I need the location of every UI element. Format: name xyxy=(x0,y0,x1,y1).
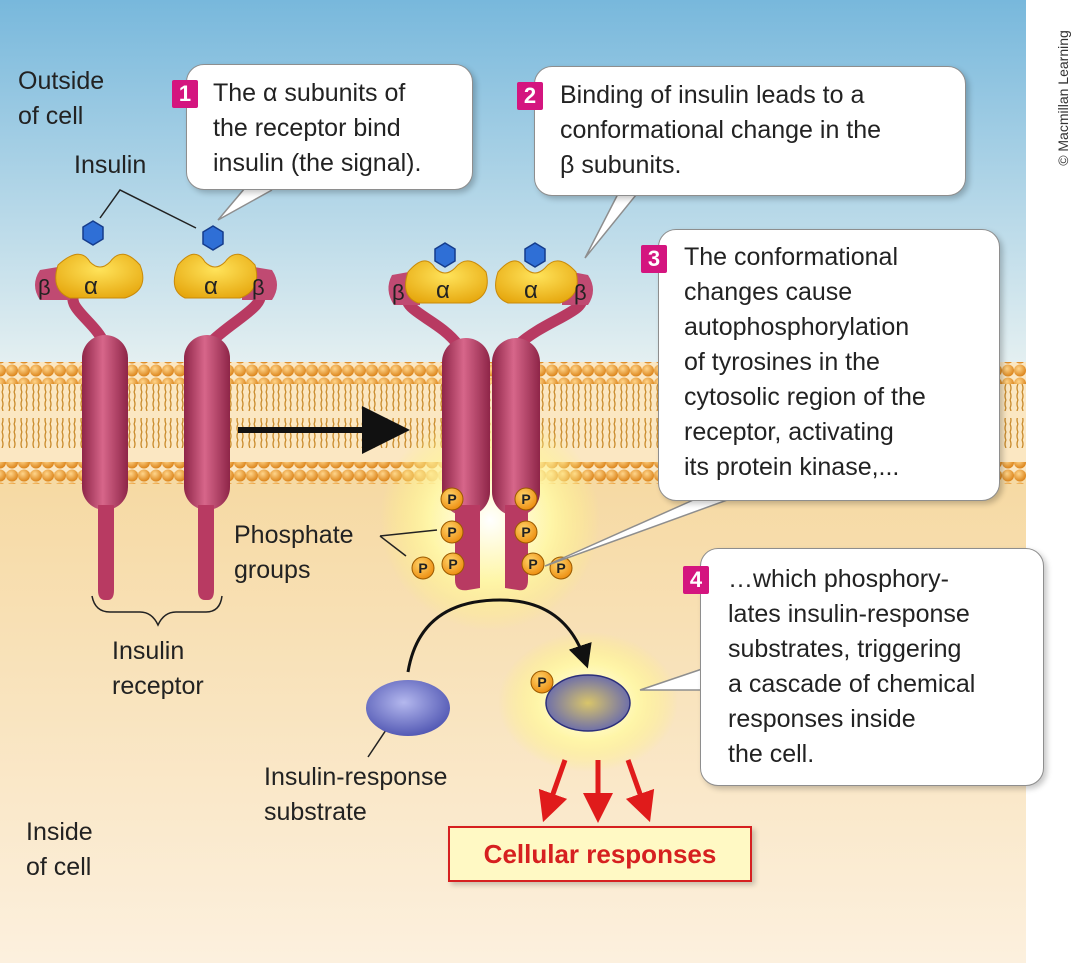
step-2-badge: 2 xyxy=(517,82,543,110)
step-4-line: lates insulin-response xyxy=(728,600,970,628)
outside-cell-label: Outside of cell xyxy=(18,64,104,134)
phosphate-letter: P xyxy=(528,556,537,572)
phosphate-label-line: groups xyxy=(234,556,311,584)
insulin-hexagon xyxy=(82,220,104,246)
phosphate-letters: P P P P P P P P P xyxy=(418,491,565,690)
step-3-line: its protein kinase,... xyxy=(684,453,900,481)
cellular-responses-box: Cellular responses xyxy=(448,826,752,882)
phosphate-groups-label: Phosphate groups xyxy=(234,518,354,588)
step-1-text: The α subunits of the receptor bind insu… xyxy=(213,76,421,181)
step-4-line: the cell. xyxy=(728,740,815,768)
alpha-label: α xyxy=(436,277,450,304)
beta-label: β xyxy=(392,280,405,305)
copyright-credit: © Macmillan Learning xyxy=(1050,8,1076,188)
phosphate xyxy=(514,520,538,544)
phosphate-label-line: Phosphate xyxy=(234,521,354,549)
insulin-response-substrate xyxy=(366,680,450,736)
response-arrows xyxy=(538,759,655,823)
phosphorylation-arrow xyxy=(406,598,592,673)
step-1-line: The α subunits of xyxy=(213,79,406,107)
phosphate-letter: P xyxy=(447,524,456,540)
inside-cell-line: of cell xyxy=(26,853,92,881)
insulin-molecules xyxy=(82,220,546,268)
step-4-line: substrates, triggering xyxy=(728,635,962,663)
step-3-line: of tyrosines in the xyxy=(684,348,880,376)
activation-glow xyxy=(380,410,600,630)
step-1-callout xyxy=(186,64,473,190)
insulin-hexagon xyxy=(524,242,546,268)
inside-cell-label: Inside of cell xyxy=(26,815,93,885)
beta-label: β xyxy=(574,280,587,305)
callout-tails xyxy=(217,187,731,691)
inside-cell-line: Inside xyxy=(26,818,93,846)
step-3-callout xyxy=(658,229,1000,501)
step-3-text: The conformational changes cause autopho… xyxy=(684,240,926,485)
phosphate xyxy=(411,556,435,580)
step-3-line: receptor, activating xyxy=(684,418,894,446)
beta-label: β xyxy=(38,275,51,300)
receptor-label-line: Insulin xyxy=(112,637,185,665)
step-1-badge: 1 xyxy=(172,80,198,108)
step-3-line: cytosolic region of the xyxy=(684,383,926,411)
insulin-receptor-inactive xyxy=(35,253,277,600)
subunit-labels: β α α β β α α β xyxy=(38,273,587,305)
substrate-label-line: Insulin-response xyxy=(264,763,448,791)
step-3-line: changes cause xyxy=(684,278,853,306)
step-4-callout xyxy=(700,548,1044,786)
outside-cell-line: Outside xyxy=(18,67,105,95)
copyright-text: © Macmillan Learning xyxy=(1055,30,1071,166)
phosphate-letter: P xyxy=(447,491,456,507)
step-4-text: …which phosphory- lates insulin-response… xyxy=(728,562,975,772)
phosphate xyxy=(441,552,465,576)
insulin-label: Insulin xyxy=(74,151,147,179)
phosphate xyxy=(521,552,545,576)
step-2-line: β subunits. xyxy=(560,151,682,179)
phosphate-letter: P xyxy=(521,491,530,507)
phosphate-letter: P xyxy=(556,560,565,576)
receptor-label-line: receptor xyxy=(112,672,204,700)
step-2-line: Binding of insulin leads to a xyxy=(560,81,865,109)
step-4-badge: 4 xyxy=(683,566,709,594)
step-1-line: insulin (the signal). xyxy=(213,149,422,177)
step-4-line: …which phosphory- xyxy=(728,565,949,593)
step-4-line: a cascade of chemical xyxy=(728,670,976,698)
alpha-label: α xyxy=(204,273,218,300)
phosphate-letter: P xyxy=(418,560,427,576)
phosphate-letter: P xyxy=(521,524,530,540)
step-1-line: the receptor bind xyxy=(213,114,401,142)
phosphate-letter: P xyxy=(448,556,457,572)
phosphate xyxy=(440,520,464,544)
insulin-hexagon xyxy=(202,225,224,251)
phosphate xyxy=(514,487,538,511)
substrate-label: Insulin-response substrate xyxy=(264,760,447,830)
substrate-label-line: substrate xyxy=(264,798,367,826)
step-3-badge: 3 xyxy=(641,245,667,273)
insulin-receptor-label: Insulin receptor xyxy=(112,634,204,704)
alpha-label: α xyxy=(84,273,98,300)
step-4-line: responses inside xyxy=(728,705,916,733)
beta-label: β xyxy=(252,275,265,300)
step-2-callout xyxy=(534,66,966,196)
step-3-line: The conformational xyxy=(684,243,899,271)
phosphate xyxy=(530,670,554,694)
step-3-line: autophosphorylation xyxy=(684,313,910,341)
step-2-line: conformational change in the xyxy=(560,116,882,144)
alpha-label: α xyxy=(524,277,538,304)
cellular-responses-label: Cellular responses xyxy=(483,839,717,869)
insulin-hexagon xyxy=(434,242,456,268)
step-2-text: Binding of insulin leads to a conformati… xyxy=(560,78,881,183)
phosphate xyxy=(440,487,464,511)
phosphate-letter: P xyxy=(537,674,546,690)
phosphorylated-substrate xyxy=(545,674,631,732)
outside-cell-line: of cell xyxy=(18,102,84,130)
